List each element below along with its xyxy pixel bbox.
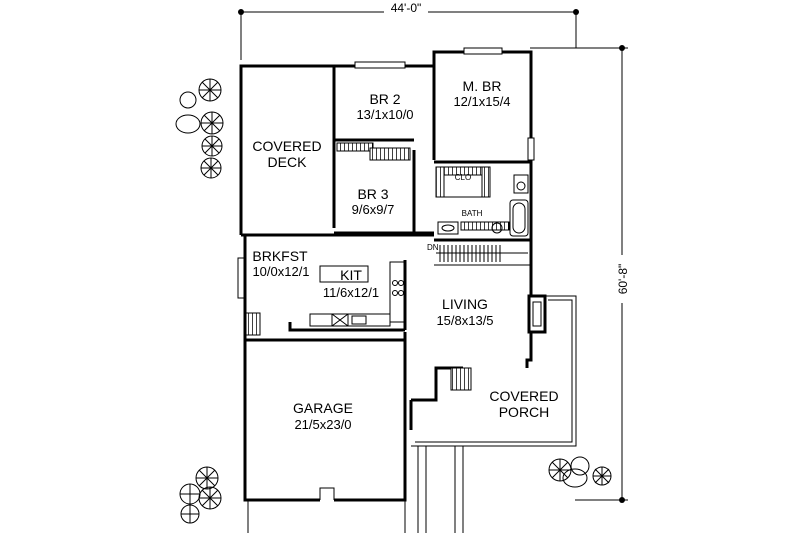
room-mbr: M. BR 12/1x15/4: [453, 78, 510, 109]
br3-name: BR 3: [357, 186, 388, 202]
room-deck: COVERED DECK: [252, 138, 321, 170]
porch-name-line1: COVERED: [489, 388, 558, 404]
br2-name: BR 2: [369, 91, 400, 107]
width-dimension: 44'-0": [238, 1, 579, 60]
room-garage: GARAGE 21/5x23/0: [293, 400, 353, 432]
closet-label: CLO: [455, 173, 471, 182]
brkfst-name: BRKFST: [252, 248, 308, 264]
shrub-group-right: [548, 456, 612, 488]
room-br3: BR 3 9/6x9/7: [352, 186, 395, 217]
front-walk: [247, 446, 464, 533]
living-name: LIVING: [442, 296, 488, 312]
shrub-group-left-bottom: [179, 466, 222, 524]
shrub-group-left-top: [175, 78, 224, 179]
room-kit: KIT 11/6x12/1: [323, 267, 379, 300]
porch-name-line2: PORCH: [499, 404, 550, 420]
stairs: [436, 245, 528, 262]
interior-walls: [241, 66, 531, 342]
deck-name-line1: COVERED: [252, 138, 321, 154]
closet-box: [443, 174, 483, 198]
fireplace: [527, 294, 547, 334]
living-size: 15/8x13/5: [436, 313, 493, 328]
br2-size: 13/1x10/0: [356, 107, 413, 122]
kit-name: KIT: [340, 267, 362, 283]
depth-dimension: 60'-8": [530, 45, 632, 503]
depth-dimension-label: 60'-8": [616, 264, 630, 295]
width-dimension-label: 44'-0": [391, 1, 422, 15]
brkfst-size: 10/0x12/1: [252, 264, 309, 279]
kit-size: 11/6x12/1: [323, 285, 379, 300]
kitchen-counter: [309, 261, 405, 327]
windows: [237, 47, 535, 299]
mbr-name: M. BR: [463, 78, 502, 94]
br3-size: 9/6x9/7: [352, 202, 395, 217]
hatched-elements: [245, 142, 510, 391]
stair-down-label: DN: [427, 243, 439, 252]
deck-name-line2: DECK: [268, 154, 308, 170]
room-br2: BR 2 13/1x10/0: [356, 91, 413, 122]
room-brkfst: BRKFST 10/0x12/1: [252, 248, 309, 279]
room-living: LIVING 15/8x13/5: [436, 296, 493, 328]
porch-outline: [411, 295, 577, 447]
room-porch: COVERED PORCH: [489, 388, 558, 420]
garage-name: GARAGE: [293, 400, 353, 416]
garage-size: 21/5x23/0: [294, 417, 351, 432]
bath-fixtures: [437, 174, 529, 237]
mbr-size: 12/1x15/4: [453, 94, 510, 109]
bath-label: BATH: [462, 209, 483, 218]
